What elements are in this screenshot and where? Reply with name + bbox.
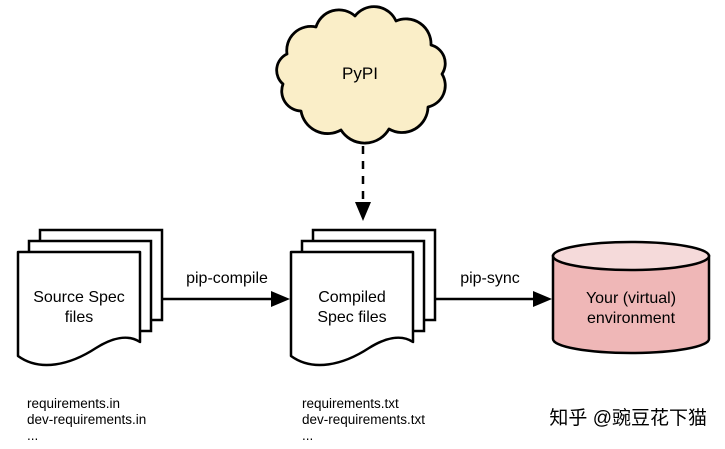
environment-node: Your (virtual) environment — [551, 240, 711, 355]
environment-label-line2: environment — [587, 310, 676, 327]
source-stack-label-line2: files — [65, 309, 93, 326]
compiled-file-list: requirements.txt dev-requirements.txt ..… — [302, 396, 425, 443]
compiled-stack-label-line1: Compiled — [318, 289, 386, 306]
cloud-label: PyPI — [342, 64, 378, 83]
source-spec-stack: Source Spec files — [16, 228, 164, 367]
pypi-cloud-node: PyPI — [275, 5, 447, 145]
source-file-ellipsis: ... — [27, 428, 38, 443]
pip-sync-arrow: pip-sync — [436, 270, 552, 307]
compiled-file-2: dev-requirements.txt — [302, 412, 425, 427]
pip-compile-label: pip-compile — [186, 270, 268, 287]
compiled-page-front — [289, 250, 415, 367]
source-file-2: dev-requirements.in — [27, 412, 146, 427]
source-stack-label-line1: Source Spec — [33, 289, 125, 306]
download-arrow — [355, 146, 371, 221]
source-file-1: requirements.in — [27, 396, 120, 411]
pip-compile-arrow: pip-compile — [162, 270, 290, 307]
environment-label-line1: Your (virtual) — [586, 290, 676, 307]
source-page-front — [16, 250, 142, 367]
cylinder-top — [551, 240, 711, 272]
pip-compile-arrowhead — [271, 291, 290, 307]
cylinder-body — [551, 254, 711, 355]
cloud-shape — [275, 5, 447, 145]
source-file-list: requirements.in dev-requirements.in ... — [27, 396, 146, 443]
compiled-spec-stack: Compiled Spec files — [289, 228, 437, 367]
compiled-file-ellipsis: ... — [302, 428, 313, 443]
compiled-stack-label-line2: Spec files — [317, 309, 386, 326]
download-arrowhead — [355, 202, 371, 221]
zhihu-watermark: 知乎 @豌豆花下猫 — [549, 407, 707, 429]
pip-sync-label: pip-sync — [460, 270, 520, 287]
pip-sync-arrowhead — [533, 291, 552, 307]
compiled-file-1: requirements.txt — [302, 396, 399, 411]
